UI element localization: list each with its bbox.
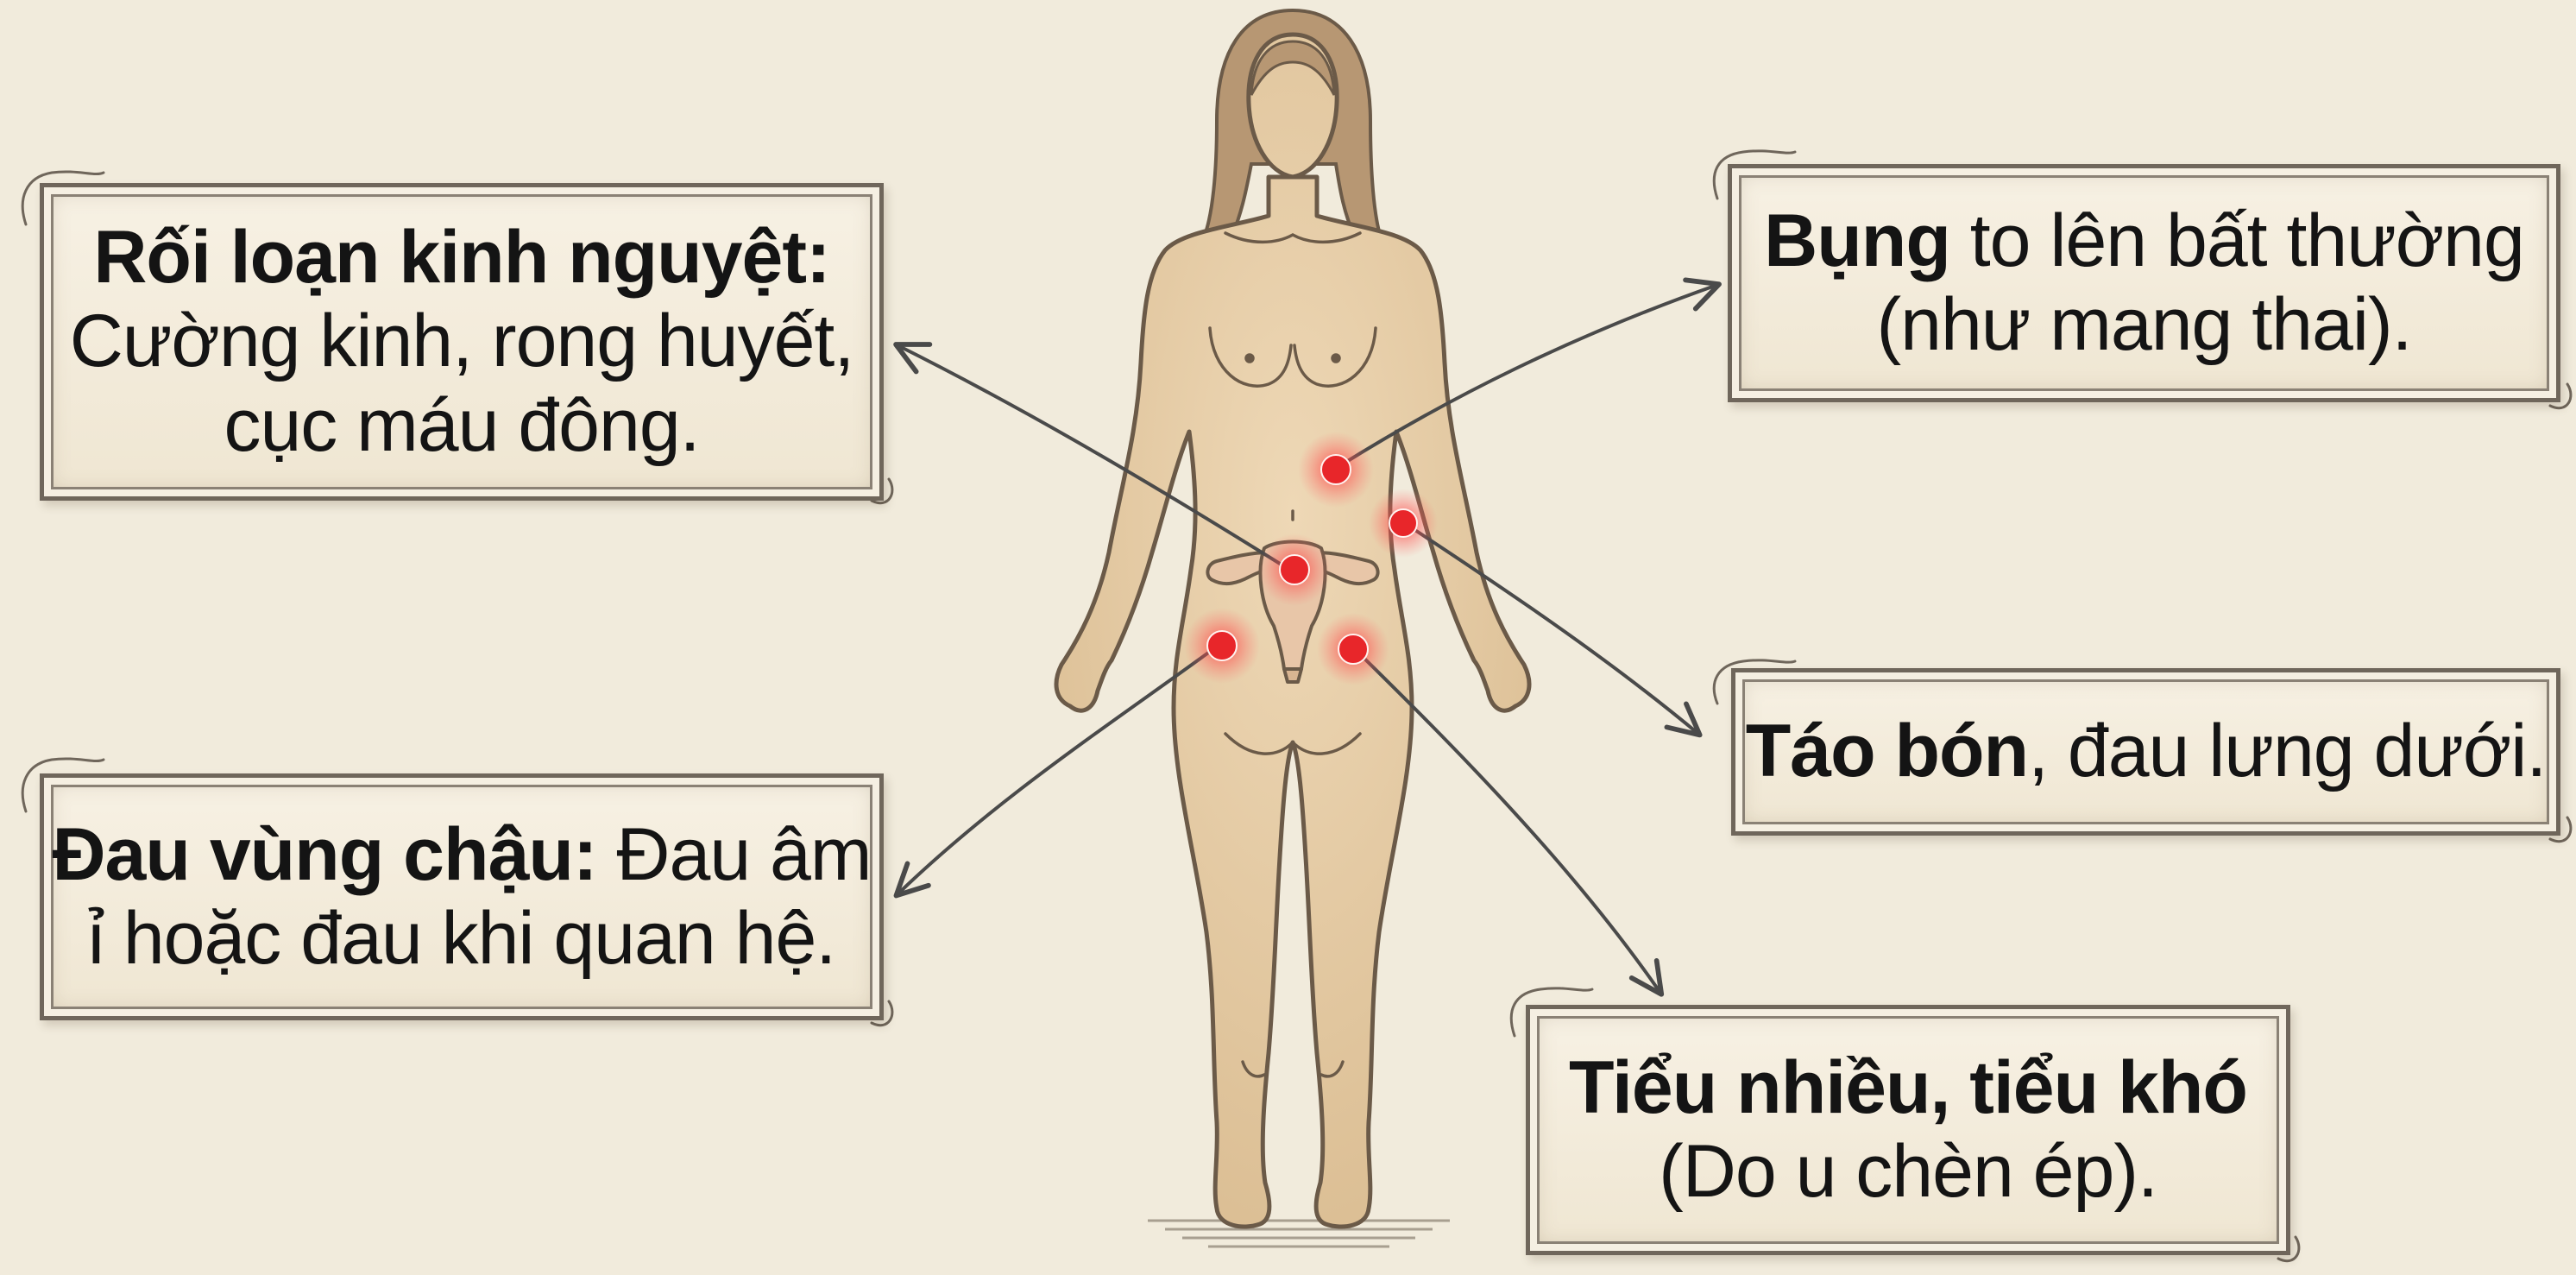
hotspot-uterus (1258, 533, 1331, 606)
menstrual-title: Rối loạn kinh nguyệt: (93, 216, 829, 299)
pelvic-line1-rest: Đau âm (597, 813, 872, 896)
hotspot-abdomen (1298, 432, 1374, 508)
menstrual-line3: cục máu đông. (224, 384, 699, 468)
card-abdomen-swelling: Bụng to lên bất thường (như mang thai). (1728, 164, 2560, 402)
pelvic-title: Đau vùng chậu: (52, 813, 596, 896)
hotspot-pelvic-right (1317, 613, 1389, 685)
card-constipation: Táo bón, đau lưng dưới. (1731, 668, 2560, 836)
urinary-line2: (Do u chèn ép). (1659, 1130, 2157, 1214)
abdomen-title: Bụng (1764, 199, 1950, 282)
ground-shadow (1148, 1221, 1450, 1247)
abdomen-line1-rest: to lên bất thường (1950, 199, 2524, 282)
card-pelvic-pain: Đau vùng chậu: Đau âm ỉ hoặc đau khi qua… (40, 773, 884, 1020)
menstrual-line2: Cường kinh, rong huyết, (70, 300, 853, 383)
constipation-title: Táo bón (1746, 710, 2028, 792)
card-menstrual-disorder: Rối loạn kinh nguyệt: Cường kinh, rong h… (40, 183, 884, 501)
abdomen-line2: (như mang thai). (1877, 283, 2412, 367)
constipation-line1-rest: , đau lưng dưới. (2028, 710, 2546, 792)
hotspot-side (1369, 489, 1438, 558)
hotspot-pelvic-left (1184, 608, 1260, 684)
pelvic-line2: ỉ hoặc đau khi quan hệ. (88, 897, 835, 981)
card-urinary-symptoms: Tiểu nhiều, tiểu khó (Do u chèn ép). (1526, 1005, 2290, 1255)
urinary-title: Tiểu nhiều, tiểu khó (1569, 1046, 2247, 1129)
